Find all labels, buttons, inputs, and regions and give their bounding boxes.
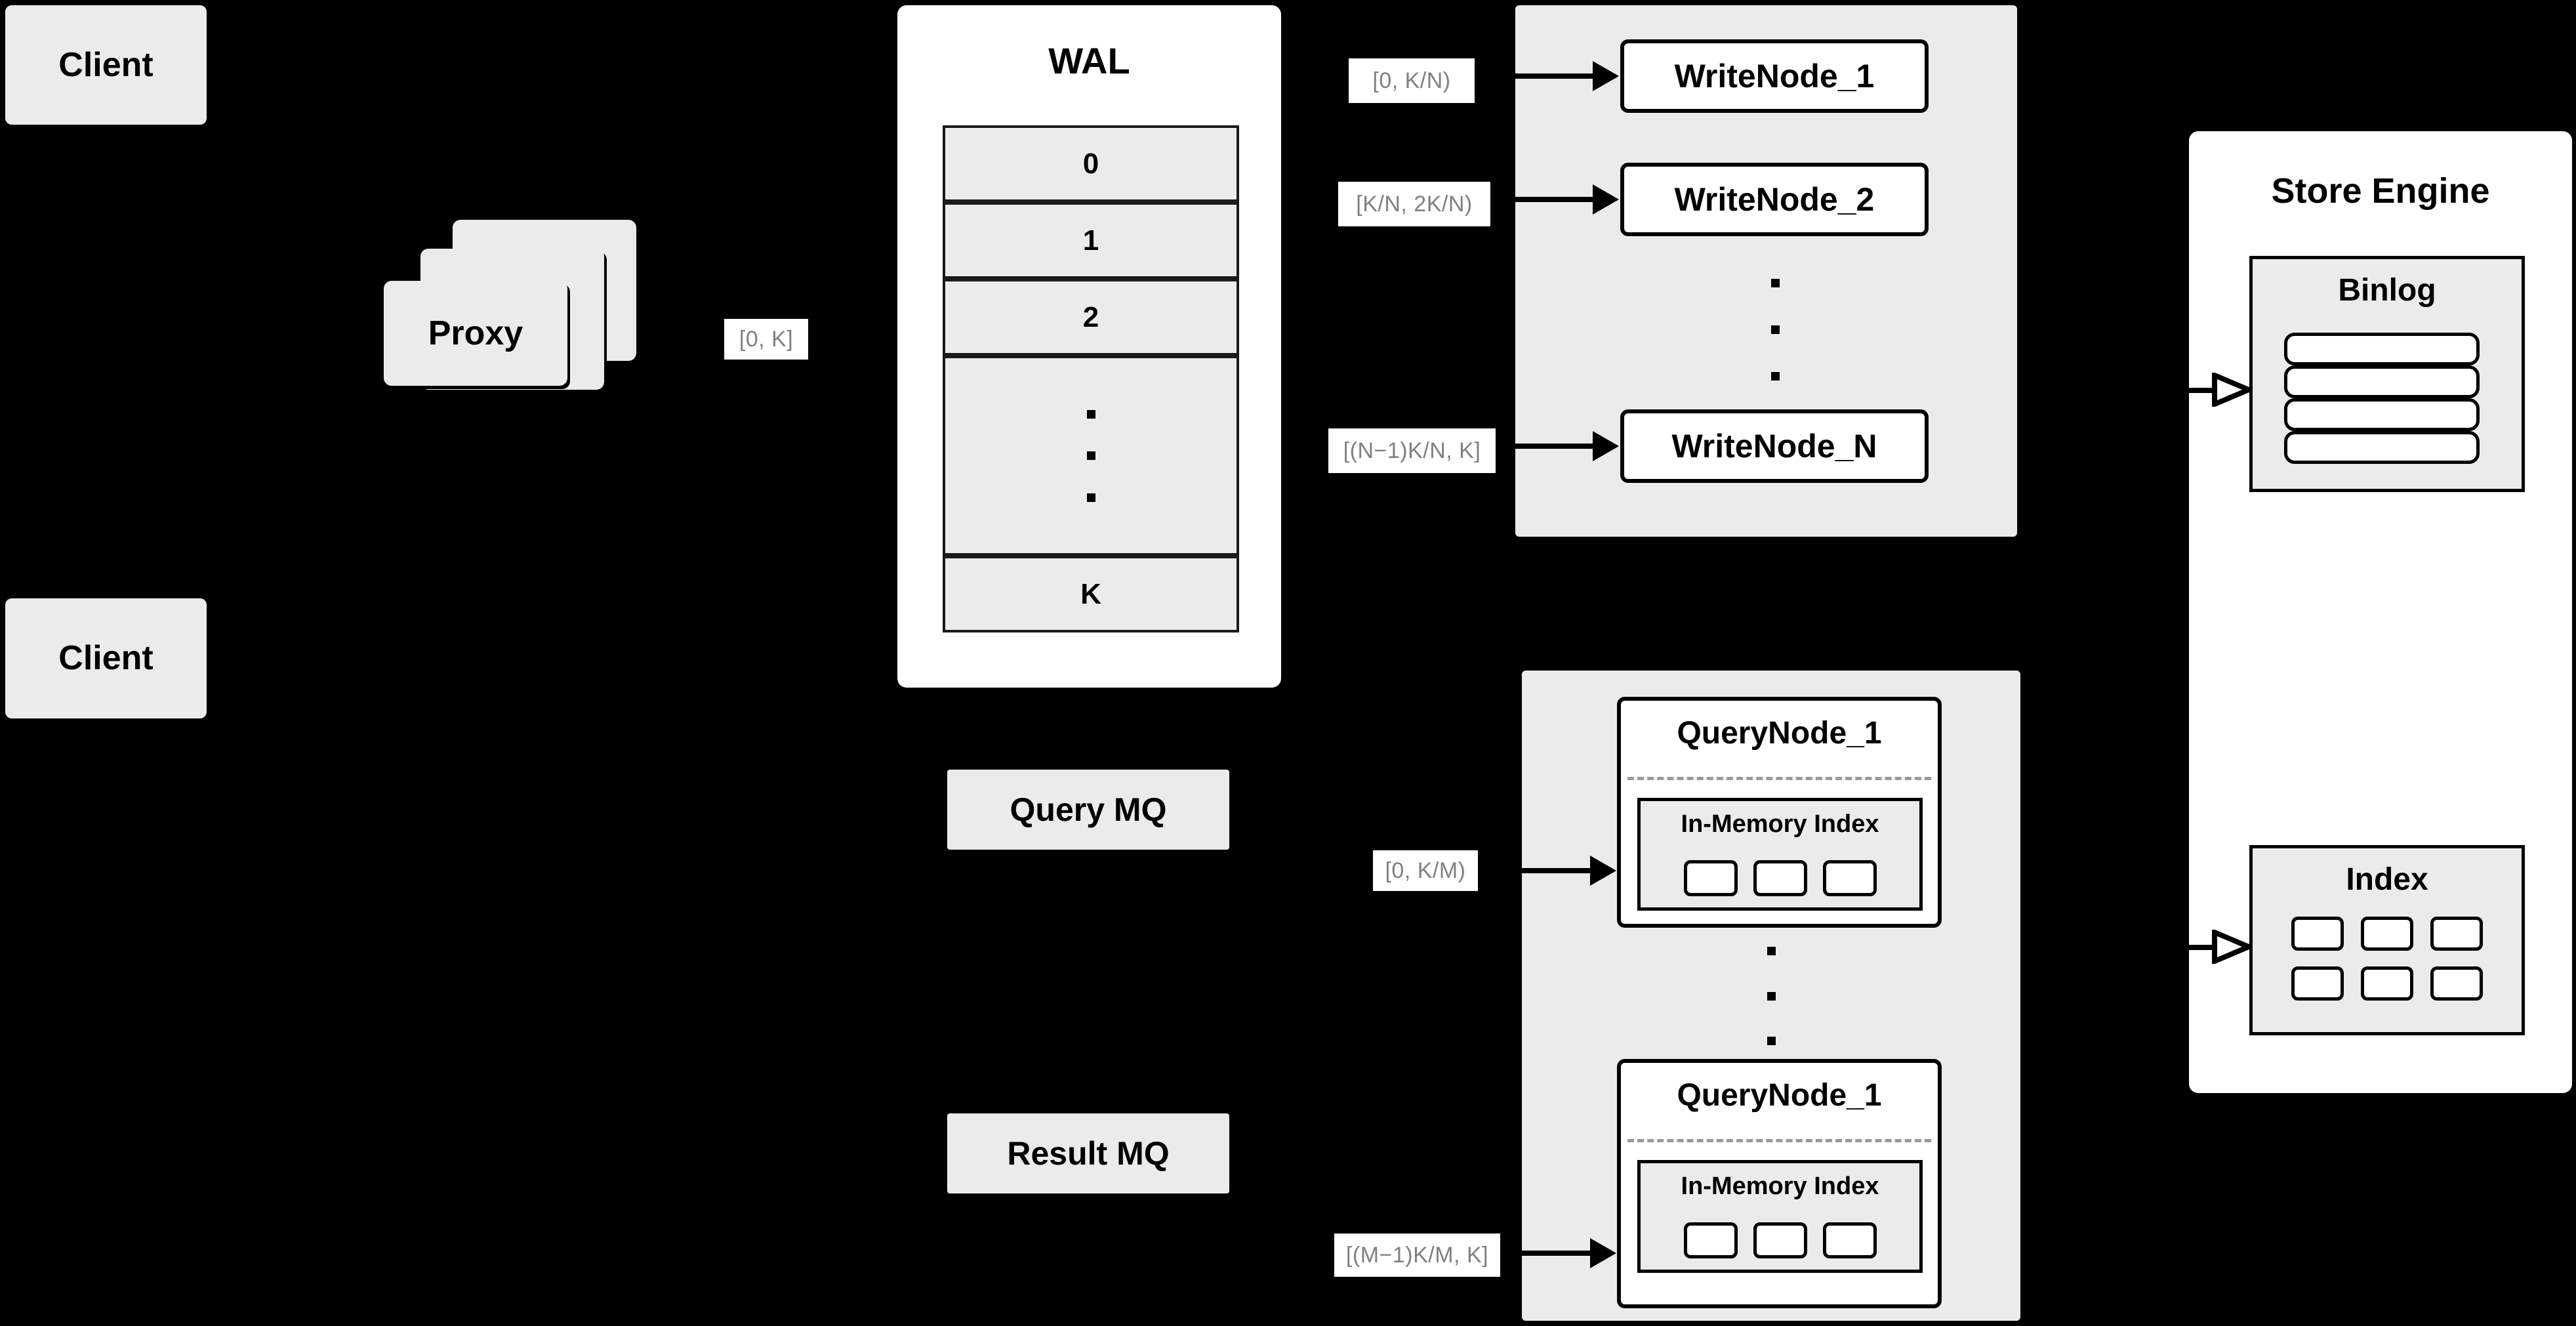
- wal-row-0-label: 0: [1082, 147, 1099, 180]
- query-node-1-index-title: In-Memory Index: [1681, 810, 1879, 838]
- query-node-m-divider: [1627, 1139, 1931, 1142]
- query-arrow-head-m: [1590, 1238, 1616, 1268]
- index-cell: [2291, 917, 2344, 951]
- query-node-1-inmemory-index: In-Memory Index: [1637, 798, 1923, 911]
- wal-row-k: K: [943, 556, 1239, 632]
- binlog-title: Binlog: [2338, 273, 2436, 308]
- query-node-1-index-cell: [1822, 860, 1877, 896]
- index-cell: [2361, 917, 2413, 951]
- client-node-1-label: Client: [58, 45, 153, 84]
- query-cluster-ellipsis-dots: [1767, 947, 1776, 1045]
- write-node-n[interactable]: WriteNode_N: [1620, 409, 1929, 483]
- client-node-2-label: Client: [58, 639, 153, 678]
- write-edge-label-2: [K/N, 2K/N): [1338, 182, 1490, 226]
- write-cluster-ellipsis-dots: [1770, 279, 1780, 381]
- wal-row-2: 2: [943, 279, 1239, 356]
- query-node-m-inmemory-index: In-Memory Index: [1637, 1160, 1923, 1273]
- proxy-label: Proxy: [428, 314, 523, 352]
- write-node-n-label: WriteNode_N: [1671, 427, 1877, 465]
- query-node-m-index-title: In-Memory Index: [1681, 1172, 1879, 1200]
- index-cell: [2361, 966, 2413, 1001]
- write-arrow-head-1: [1593, 61, 1619, 91]
- write-arrow-line-2: [1511, 197, 1594, 202]
- proxy-stack[interactable]: Proxy: [384, 220, 672, 423]
- wal-row-2-label: 2: [1082, 300, 1099, 333]
- write-edge-label-1-text: [0, K/N): [1372, 68, 1451, 93]
- write-arrow-line-n: [1511, 444, 1594, 449]
- query-node-1-index-cell: [1683, 860, 1738, 896]
- query-edge-label-m: [(M−1)K/M, K]: [1334, 1233, 1500, 1277]
- query-node-1-divider: [1627, 777, 1931, 780]
- binlog-row: [2284, 365, 2480, 398]
- query-arrow-head-1: [1590, 856, 1616, 886]
- write-edge-label-n: [(N−1)K/N, K]: [1328, 428, 1496, 473]
- result-mq-node[interactable]: Result MQ: [947, 1113, 1229, 1193]
- client-node-2[interactable]: Client: [5, 598, 207, 718]
- wal-row-1: 1: [943, 202, 1239, 279]
- query-arrow-line-m: [1517, 1251, 1591, 1256]
- query-node-m-index-cell: [1683, 1222, 1738, 1258]
- wal-title: WAL: [1048, 40, 1130, 81]
- wal-row-ellipsis: [943, 356, 1239, 556]
- write-arrow-head-2: [1593, 184, 1619, 215]
- query-node-m-index-cell: [1753, 1222, 1807, 1258]
- query-node-m-label: QueryNode_1: [1677, 1078, 1882, 1113]
- wal-row-k-label: K: [1080, 577, 1101, 610]
- wal-row-0: 0: [943, 125, 1239, 202]
- query-edge-label-1-text: [0, K/M): [1385, 858, 1466, 883]
- write-edge-label-1: [0, K/N): [1349, 58, 1475, 103]
- proxy-card-front[interactable]: Proxy: [384, 281, 567, 386]
- index-title: Index: [2346, 862, 2428, 897]
- binlog-arrow-line: [2189, 388, 2217, 393]
- write-node-2[interactable]: WriteNode_2: [1620, 163, 1929, 236]
- write-node-2-label: WriteNode_2: [1674, 180, 1875, 218]
- query-node-m-index-cell: [1822, 1222, 1877, 1258]
- proxy-edge-label-text: [0, K]: [739, 326, 794, 352]
- wal-ellipsis-dots: [1086, 409, 1095, 502]
- query-node-1-index-cell: [1753, 860, 1807, 896]
- write-node-1-label: WriteNode_1: [1674, 57, 1875, 94]
- write-edge-label-2-text: [K/N, 2K/N): [1356, 191, 1473, 217]
- write-arrow-head-n: [1593, 431, 1619, 461]
- index-cell: [2430, 917, 2483, 951]
- query-arrow-line-1: [1517, 868, 1591, 873]
- proxy-edge-label: [0, K]: [724, 319, 808, 360]
- binlog-box: Binlog: [2249, 256, 2525, 492]
- query-edge-label-m-text: [(M−1)K/M, K]: [1345, 1242, 1489, 1268]
- index-cell: [2291, 966, 2344, 1001]
- index-cell: [2430, 966, 2483, 1001]
- query-mq-node[interactable]: Query MQ: [947, 770, 1229, 850]
- binlog-row: [2284, 398, 2480, 431]
- store-engine-panel: Store Engine Binlog Index: [2189, 131, 2572, 1093]
- write-arrow-line-1: [1511, 73, 1594, 79]
- store-engine-title: Store Engine: [2271, 171, 2490, 211]
- wal-row-1-label: 1: [1082, 224, 1099, 257]
- wal-panel: WAL 0 1 2 K: [897, 5, 1281, 688]
- query-node-m[interactable]: QueryNode_1 In-Memory Index: [1617, 1059, 1942, 1308]
- index-box: Index: [2249, 845, 2525, 1035]
- query-mq-label: Query MQ: [1010, 791, 1167, 828]
- query-node-1[interactable]: QueryNode_1 In-Memory Index: [1617, 697, 1942, 928]
- result-mq-label: Result MQ: [1007, 1134, 1170, 1172]
- write-node-1[interactable]: WriteNode_1: [1620, 39, 1929, 113]
- query-edge-label-1: [0, K/M): [1373, 850, 1478, 891]
- write-edge-label-n-text: [(N−1)K/N, K]: [1343, 438, 1481, 463]
- binlog-row: [2284, 333, 2480, 365]
- client-node-1[interactable]: Client: [5, 5, 207, 125]
- binlog-row: [2284, 431, 2480, 464]
- index-arrow-line: [2189, 945, 2217, 950]
- query-node-1-label: QueryNode_1: [1677, 716, 1882, 751]
